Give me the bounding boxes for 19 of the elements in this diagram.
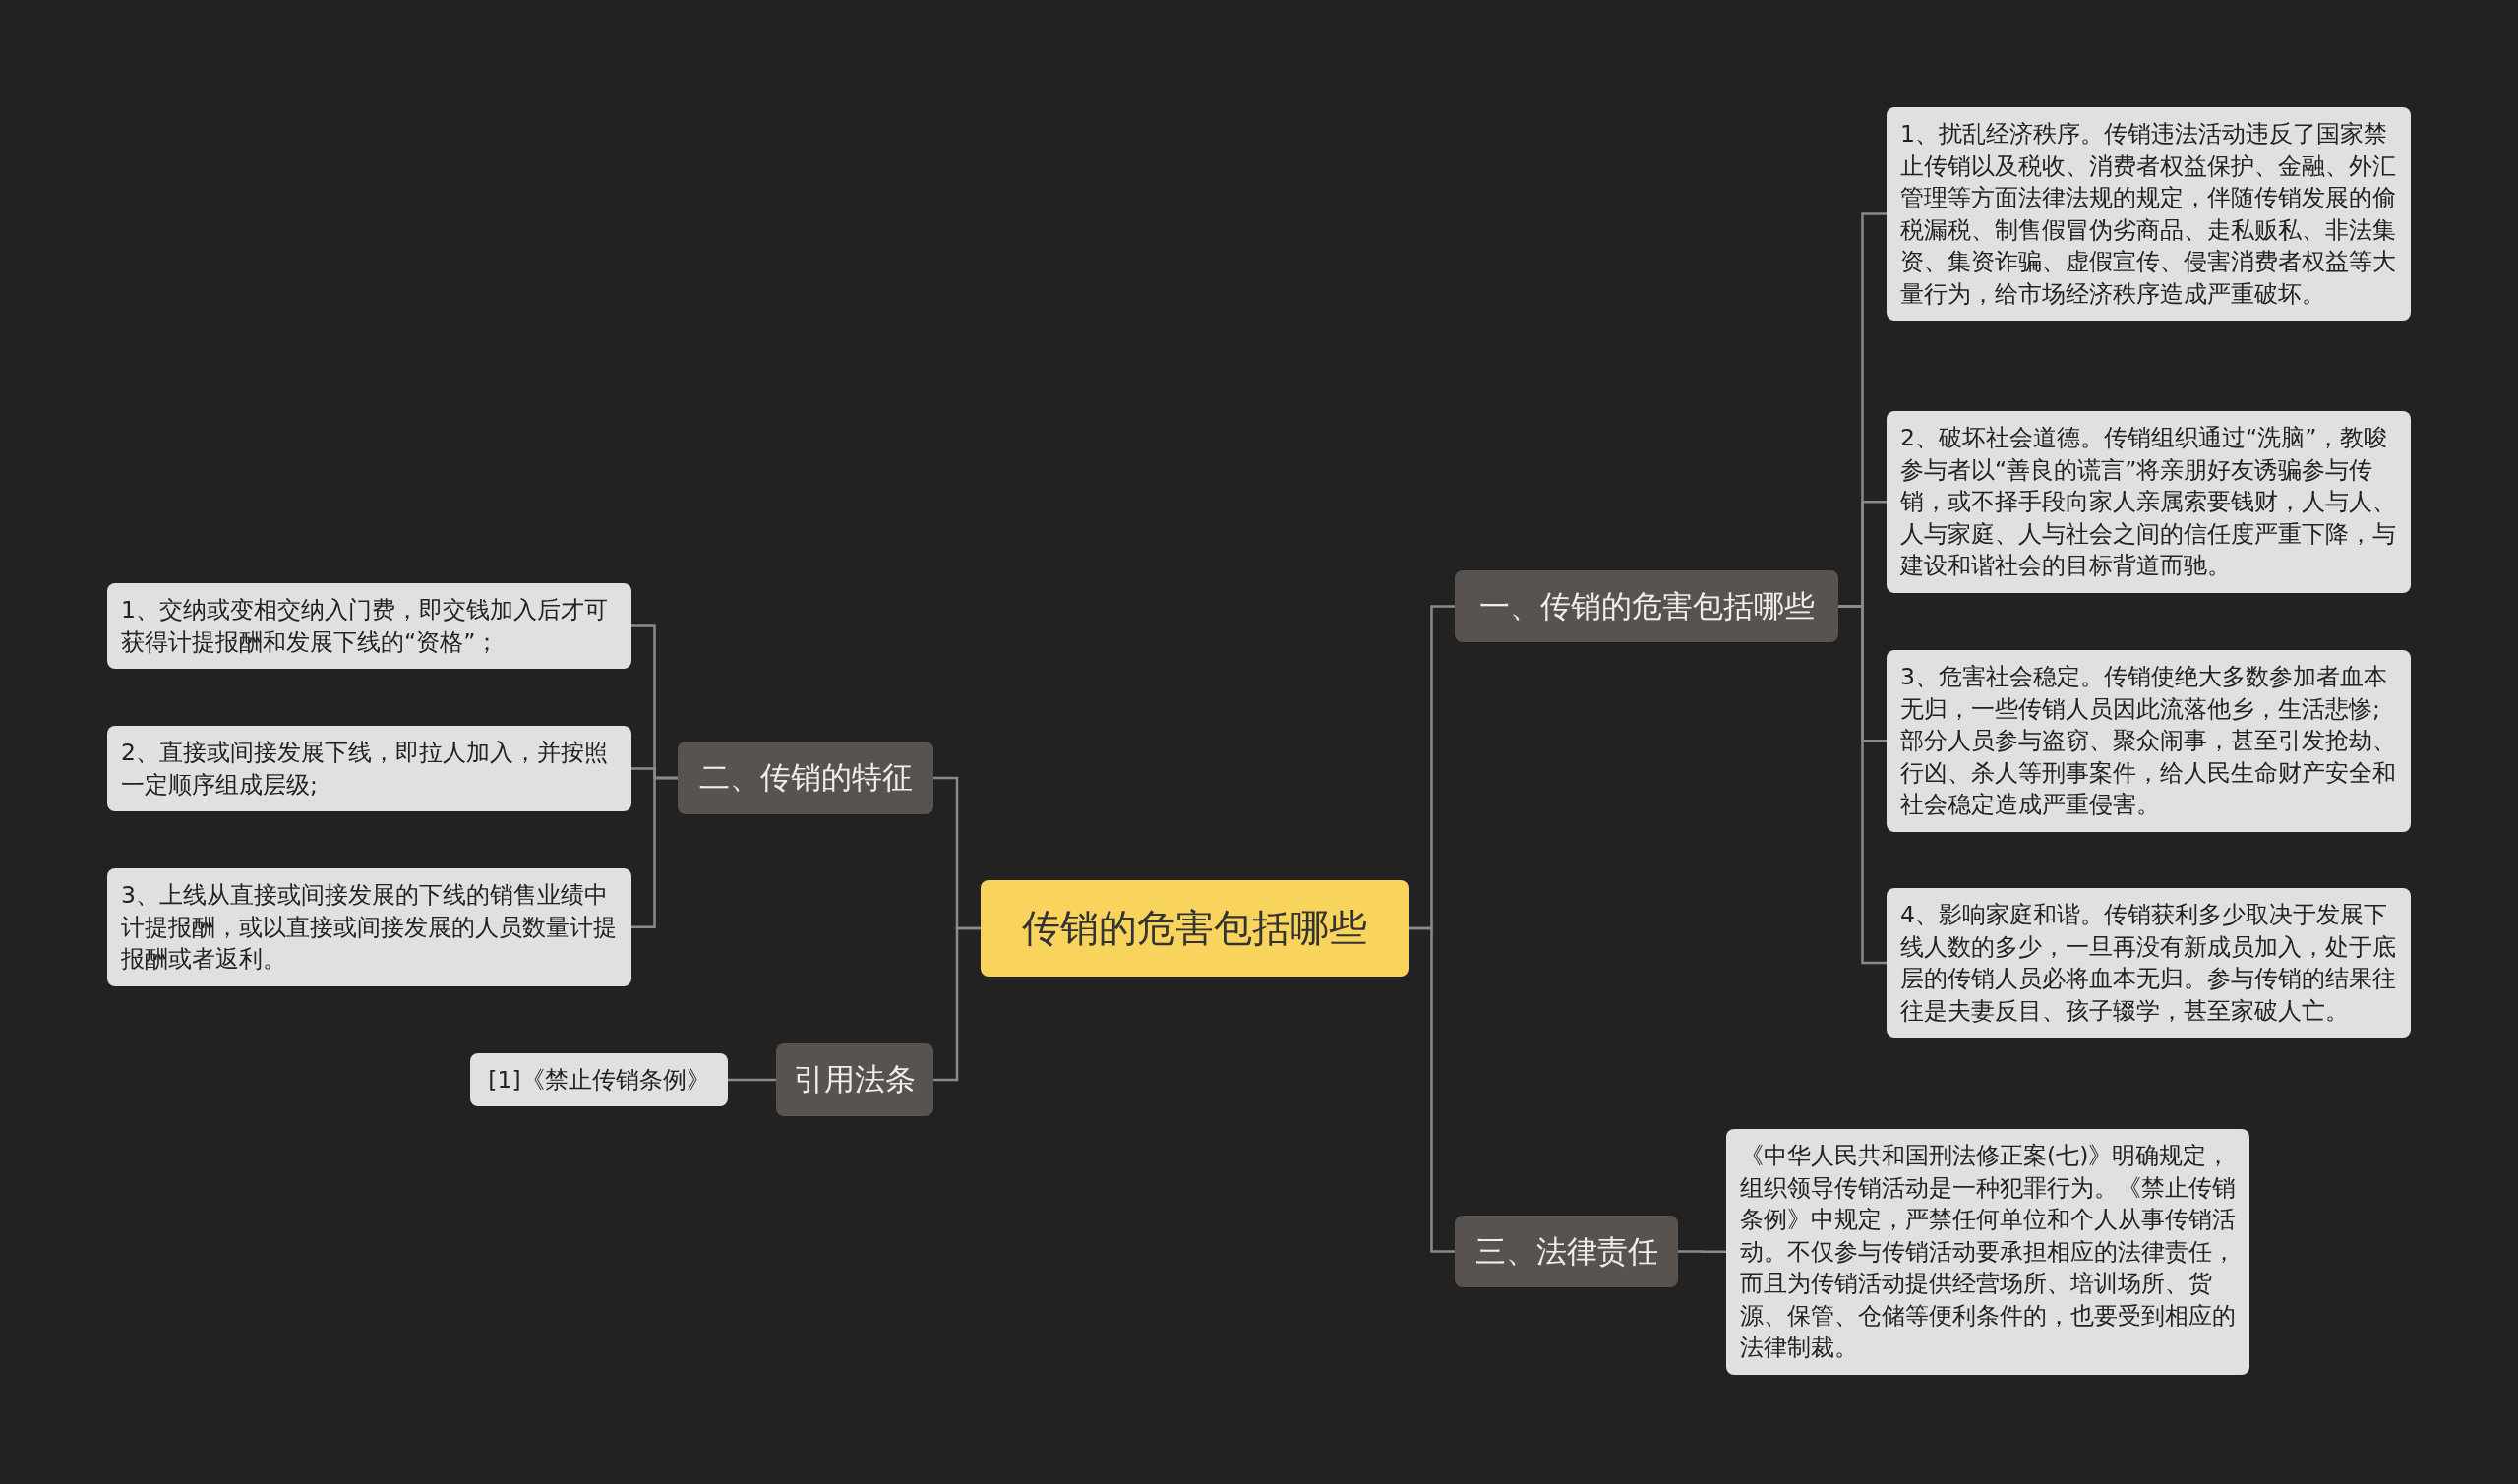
- note-card: 3、危害社会稳定。传销使绝大多数参加者血本无归，一些传销人员因此流落他乡，生活悲惨;部分人员参与盗窃、聚众闹事，甚至引发抢劫、行凶、杀人等刑事案件，给人民生命财产安全和社会稳定造成严重侵害。: [1887, 650, 2411, 832]
- connector-line: [728, 1078, 776, 1082]
- reference-box: [1]《禁止传销条例》: [470, 1053, 728, 1106]
- note-card: 4、影响家庭和谐。传销获利多少取决于发展下线人数的多少，一旦再没有新成员加入，处于底层的传销人员必将血本无归。参与传销的结果往往是夫妻反目、孩子辍学，甚至家破人亡。: [1887, 888, 2411, 1038]
- topic-box: 三、法律责任: [1455, 1216, 1678, 1287]
- central-topic: 传销的危害包括哪些: [981, 880, 1409, 977]
- topic-box: 二、传销的特征: [678, 742, 933, 814]
- topic-box: 一、传销的危害包括哪些: [1455, 570, 1838, 642]
- connector-line: [631, 776, 678, 928]
- note-card: 《中华人民共和国刑法修正案(七)》明确规定，组织领导传销活动是一种犯罪行为。《禁止传销条例》中规定，严禁任何单位和个人从事传销活动。不仅参与传销活动要承担相应的法律责任，而且为传销活动提供经营场所、培训场所、货源、保管、仓储等便利条件的，也要受到相应的法律制裁。: [1726, 1129, 2249, 1375]
- note-card: 1、交纳或变相交纳入门费，即交钱加入后才可获得计提报酬和发展下线的“资格”；: [107, 583, 631, 669]
- connector-line: [933, 926, 981, 1082]
- topic-box: 引用法条: [776, 1043, 933, 1116]
- note-card: 1、扰乱经济秩序。传销违法活动违反了国家禁止传销以及税收、消费者权益保护、金融、外汇管理等方面法律法规的规定，伴随传销发展的偷税漏税、制售假冒伪劣商品、走私贩私、非法集资、集资诈骗、虚假宣传、侵害消费者权益等大量行为，给市场经济秩序造成严重破坏。: [1887, 107, 2411, 321]
- note-card: 2、直接或间接发展下线，即拉人加入，并按照一定顺序组成层级;: [107, 726, 631, 811]
- connector-line: [1409, 926, 1455, 1253]
- connector-line: [1678, 1250, 1726, 1253]
- note-card: 3、上线从直接或间接发展的下线的销售业绩中计提报酬，或以直接或间接发展的人员数量计提报酬或者返利。: [107, 868, 631, 986]
- note-card: 2、破坏社会道德。传销组织通过“洗脑”，教唆参与者以“善良的谎言”将亲朋好友诱骗参与传销，或不择手段向家人亲属索要钱财，人与人、人与家庭、人与社会之间的信任度严重下降，与建设和谐社会的目标背道而驰。: [1887, 411, 2411, 593]
